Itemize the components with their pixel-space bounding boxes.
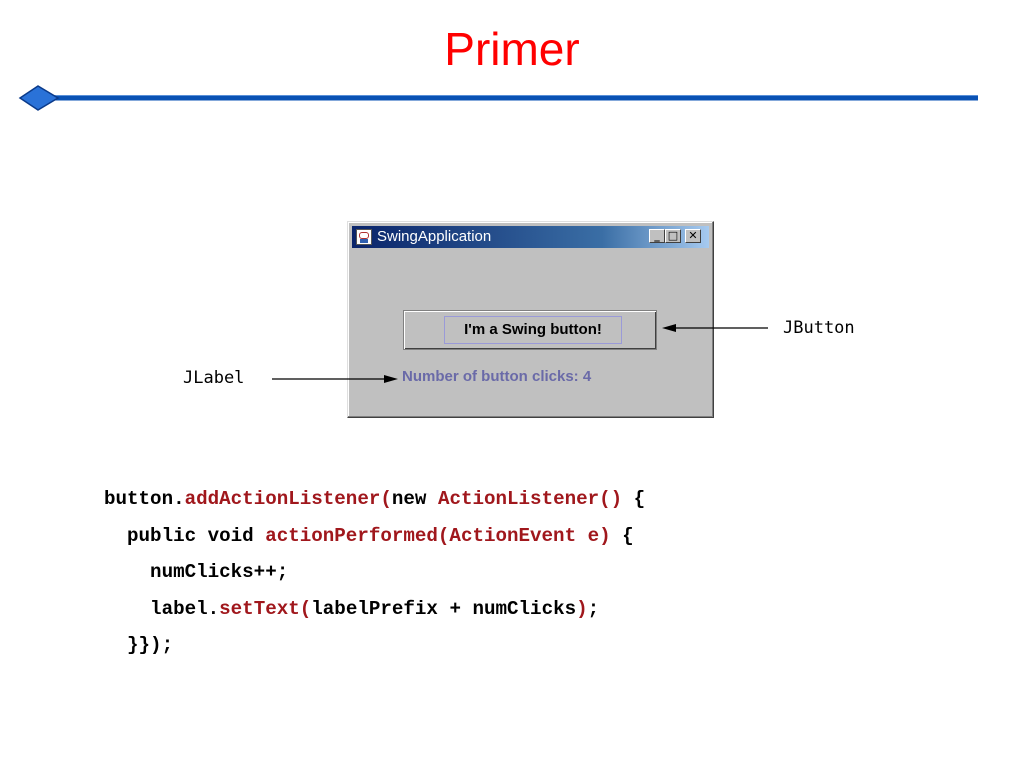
close-button[interactable]: ✕	[685, 229, 701, 243]
jlabel-arrow	[272, 375, 398, 383]
swing-button-label: I'm a Swing button!	[444, 316, 622, 344]
code-text: button.	[104, 488, 185, 510]
code-text: }});	[104, 634, 174, 656]
jlabel-callout: JLabel	[183, 368, 245, 388]
jbutton-arrow	[662, 324, 768, 332]
code-line: public void actionPerformed(ActionEvent …	[104, 518, 645, 555]
swing-window: SwingApplication _ □ ✕ I'm a Swing butto…	[347, 221, 714, 418]
maximize-button[interactable]: □	[665, 229, 681, 243]
code-highlight: )	[576, 597, 588, 620]
code-text: labelPrefix + numClicks	[311, 597, 577, 620]
code-line: }});	[104, 627, 645, 664]
code-text: label.	[104, 597, 220, 620]
code-line: label.setText(labelPrefix + numClicks);	[104, 591, 645, 628]
java-cup-icon	[356, 229, 372, 245]
window-title: SwingApplication	[377, 228, 492, 245]
code-line: numClicks++;	[104, 554, 645, 591]
code-text: new	[391, 488, 438, 510]
window-titlebar[interactable]: SwingApplication _ □ ✕	[352, 226, 709, 248]
code-text: {	[622, 488, 646, 510]
minimize-button[interactable]: _	[649, 229, 665, 243]
code-highlight: addActionListener(	[184, 488, 392, 510]
code-text: public void	[104, 524, 266, 547]
code-text: numClicks++;	[104, 561, 289, 583]
code-highlight: setText(	[219, 597, 312, 620]
code-line: button.addActionListener(new ActionListe…	[104, 481, 645, 518]
code-text: ;	[587, 597, 600, 620]
slide-title: Primer	[444, 23, 580, 75]
code-highlight: ActionListener()	[437, 488, 623, 510]
code-text: {	[610, 524, 634, 547]
code-snippet: button.addActionListener(new ActionListe…	[104, 481, 645, 664]
code-highlight: actionPerformed(ActionEvent e)	[265, 524, 611, 547]
title-rule	[18, 85, 978, 111]
click-count-label: Number of button clicks: 4	[402, 368, 592, 385]
swing-button[interactable]: I'm a Swing button!	[403, 310, 657, 350]
jbutton-callout: JButton	[783, 318, 855, 338]
